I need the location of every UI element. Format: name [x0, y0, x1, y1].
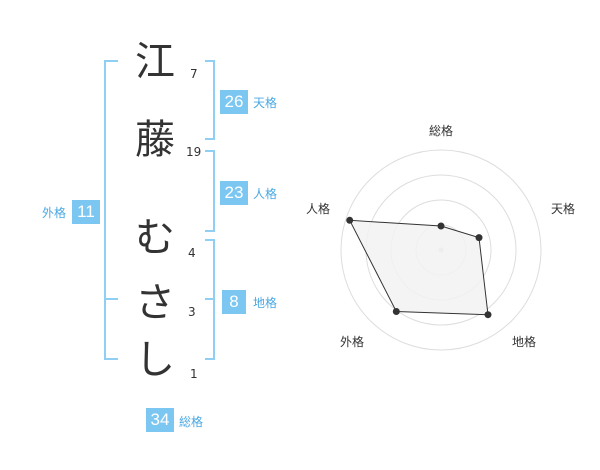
stroke-count: 3: [188, 305, 196, 319]
name-char: し: [135, 337, 175, 383]
stroke-count: 4: [188, 246, 196, 260]
radar-grid-ring: [340, 149, 542, 351]
jinkaku-bracket-vertical: [213, 150, 215, 232]
tenkaku-value-badge: 26: [220, 90, 248, 114]
soukaku-label: 総格: [179, 415, 204, 429]
stroke-count: 19: [186, 145, 202, 159]
gaikaku-label: 外格: [42, 206, 67, 220]
radar-point-0: [437, 222, 445, 230]
radar-point-2: [484, 311, 492, 319]
radar-point-3: [392, 308, 400, 315]
axis-label-gaikaku: 外格: [340, 334, 364, 349]
axis-label-tenkaku: 天格: [551, 201, 575, 216]
radar-axis-labels: 総格 天格 地格 外格 人格: [306, 123, 575, 349]
chikaku-value-badge: 8: [222, 290, 246, 314]
name-char: さ: [135, 280, 175, 326]
chikaku-bracket-divider: [205, 298, 215, 300]
chikaku-bracket-bottom: [205, 358, 215, 360]
gaikaku-bracket-divider: [104, 298, 118, 300]
radar-point-1: [475, 234, 483, 242]
jinkaku-value-badge: 23: [220, 181, 248, 205]
name-char: む: [135, 215, 175, 261]
jinkaku-bracket-top: [205, 150, 215, 152]
soukaku-value-badge: 34: [146, 408, 174, 432]
radar-points: [346, 216, 492, 319]
gaikaku-bracket-top: [104, 60, 118, 62]
tenkaku-bracket-top: [205, 60, 215, 62]
chikaku-bracket-top: [205, 239, 215, 241]
stroke-count: 1: [190, 367, 198, 381]
tenkaku-label: 天格: [253, 96, 278, 110]
name-char: 江: [135, 39, 175, 85]
chikaku-label: 地格: [253, 296, 278, 310]
axis-label-soukaku: 総格: [429, 123, 453, 138]
radar-series-area: [348, 219, 489, 316]
jinkaku-label: 人格: [253, 187, 278, 201]
tenkaku-bracket-bottom: [205, 138, 215, 140]
gaikaku-value-badge: 11: [72, 200, 100, 224]
axis-label-chikaku: 地格: [512, 334, 536, 349]
name-char: 藤: [135, 117, 175, 163]
axis-label-jinkaku: 人格: [306, 201, 330, 216]
jinkaku-bracket-bottom: [205, 230, 215, 232]
stroke-count: 7: [190, 67, 198, 81]
radar-point-4: [346, 216, 354, 224]
tenkaku-bracket-vertical: [213, 60, 215, 140]
gaikaku-bracket-bottom: [104, 358, 118, 360]
gaikaku-bracket-vertical: [104, 60, 106, 360]
